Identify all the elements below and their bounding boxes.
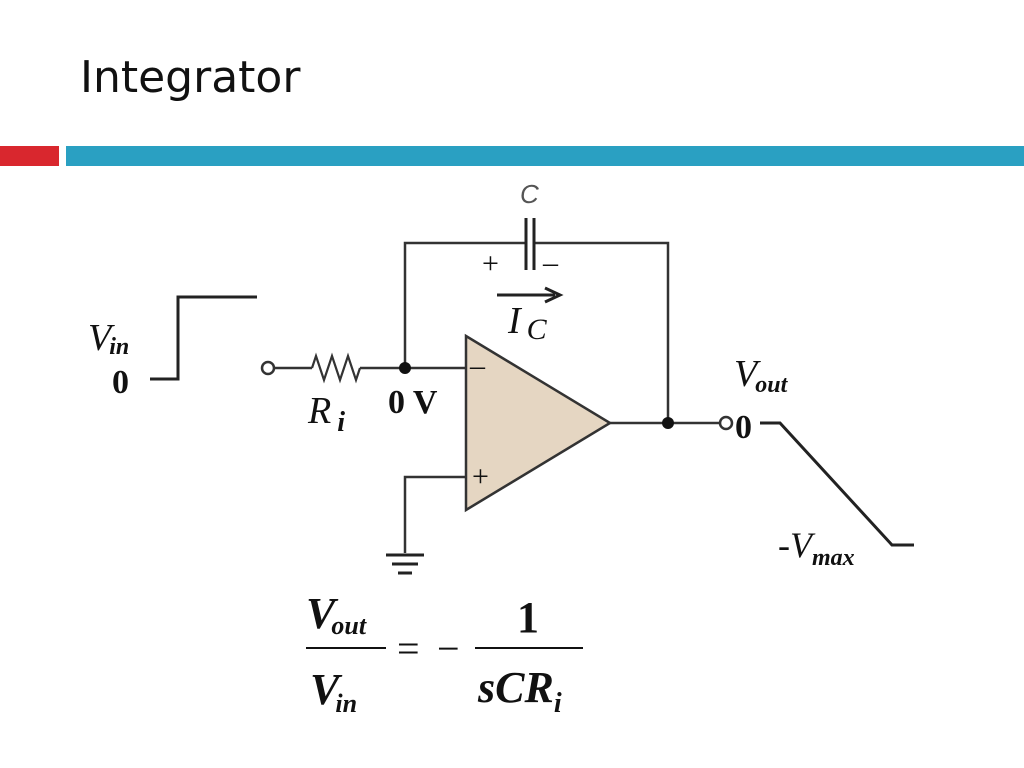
capacitor <box>524 218 536 270</box>
output-min-label: -Vmax <box>778 525 855 571</box>
formula-denominator-right: sCRi <box>477 663 562 719</box>
node-voltage-label: 0 V <box>388 384 438 421</box>
formula-numerator-right: 1 <box>517 593 539 642</box>
ground-icon <box>386 553 424 575</box>
output-zero-label: 0 <box>735 409 752 446</box>
input-step-waveform <box>150 295 257 381</box>
transfer-function-formula: Vout Vin = − 1 sCRi <box>306 589 583 719</box>
formula-minus: − <box>437 626 460 671</box>
capacitor-label: C <box>520 179 539 209</box>
input-zero-label: 0 <box>112 364 129 401</box>
junction-node-output <box>662 417 674 429</box>
slide-title: Integrator <box>80 52 301 103</box>
opamp-inverting-sign: – <box>469 349 486 382</box>
opamp-triangle <box>464 333 613 513</box>
output-ramp-waveform <box>760 421 914 547</box>
formula-numerator-left: Vout <box>306 589 367 640</box>
accent-bar-red <box>0 146 59 166</box>
current-arrow <box>497 286 564 304</box>
opamp-noninverting-sign: + <box>472 460 489 493</box>
junction-node-input <box>399 362 411 374</box>
feedback-wires <box>403 241 670 423</box>
capacitor-minus-sign: – <box>542 246 559 279</box>
formula-equals: = <box>397 626 420 671</box>
ground-wires <box>403 475 466 553</box>
formula-denominator-left: Vin <box>310 665 357 718</box>
accent-bar-blue <box>66 146 1024 166</box>
output-label: Vout <box>734 353 789 398</box>
input-label: Vin <box>88 317 129 360</box>
capacitor-plus-sign: + <box>482 247 499 280</box>
input-wires <box>260 352 466 384</box>
